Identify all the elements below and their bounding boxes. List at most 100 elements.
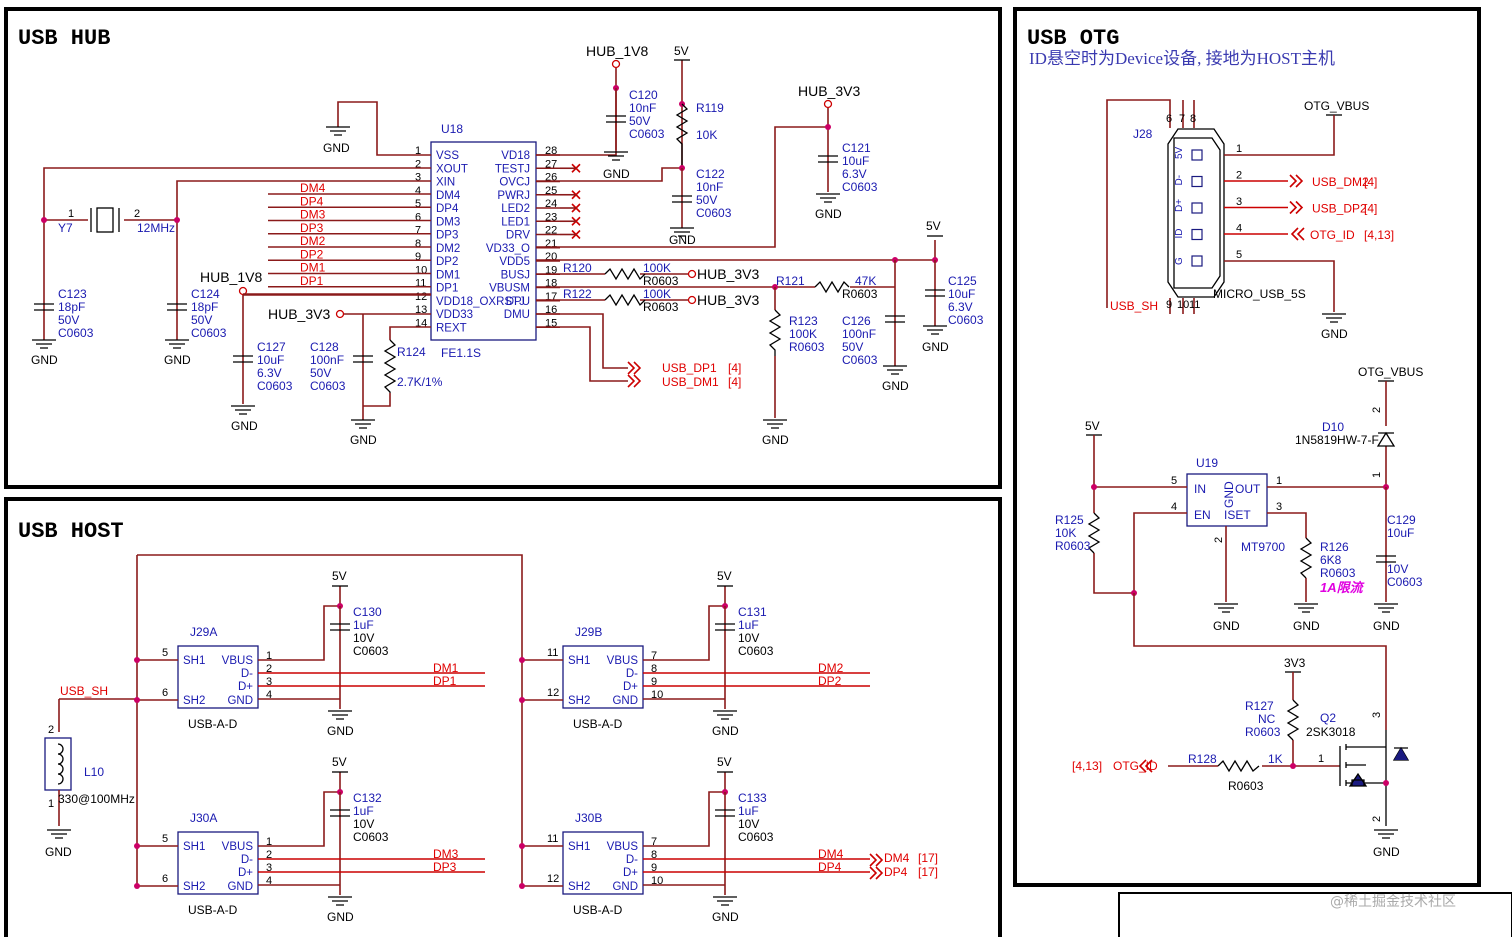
svg-text:D+: D+: [623, 681, 638, 693]
connector-part: USB-A-D: [188, 717, 238, 731]
svg-text:5V: 5V: [717, 569, 732, 583]
u18-pin-number: 12: [415, 291, 427, 303]
usb-dm1-label: USB_DM1: [662, 375, 719, 389]
svg-text:R0603: R0603: [643, 300, 679, 314]
svg-text:1: 1: [1371, 472, 1383, 478]
title-block-frame: [1118, 892, 1512, 937]
svg-text:D-: D-: [241, 854, 253, 866]
svg-text:11: 11: [547, 647, 558, 659]
svg-text:12: 12: [547, 873, 559, 885]
u18-pin-name: DP2: [436, 256, 458, 268]
connector-part: USB-A-D: [188, 903, 238, 917]
svg-text:6: 6: [1166, 113, 1172, 125]
svg-text:SH2: SH2: [183, 881, 205, 893]
u18-pin-number: 17: [545, 291, 557, 303]
svg-text:1: 1: [1276, 475, 1282, 487]
u18-pin-name: XIN: [436, 177, 455, 189]
gnd-symbol: [763, 419, 787, 429]
capacitor-voltage: 10V: [353, 631, 374, 645]
svg-text:5V: 5V: [717, 755, 732, 769]
svg-text:[4]: [4]: [728, 375, 741, 389]
svg-text:DP4: DP4: [884, 865, 908, 879]
watermark: @稀土掘金技术社区: [1330, 894, 1456, 910]
hub-net-label: DM4: [300, 181, 326, 195]
svg-text:1: 1: [48, 798, 54, 810]
u18-pin-name: TESTJ: [495, 163, 530, 175]
svg-text:U19: U19: [1196, 456, 1218, 470]
svg-text:GND: GND: [350, 433, 377, 447]
svg-text:5V: 5V: [926, 219, 941, 233]
u18-pin-name: REXT: [436, 322, 467, 334]
gnd-label: GND: [327, 910, 354, 924]
svg-text:10K: 10K: [696, 128, 717, 142]
gnd-symbol: [231, 405, 255, 415]
j28-pin-number: 2: [1236, 170, 1242, 182]
u18-pin-number: 2: [415, 158, 421, 170]
svg-text:D-: D-: [241, 668, 253, 680]
host-dp-label: DP4: [818, 860, 842, 874]
u18-pin-number: 5: [415, 198, 421, 210]
otg-usb-sh: USB_SH: [1110, 299, 1158, 313]
d10-diode: [1376, 431, 1396, 447]
svg-text:6: 6: [162, 873, 168, 885]
svg-text:7: 7: [651, 650, 657, 662]
usb-hub-title: USB HUB: [18, 26, 110, 51]
capacitor-value: 1uF: [738, 804, 759, 818]
u18-pin-number: 7: [415, 225, 421, 237]
j28-connector: [1167, 128, 1225, 298]
hub-net-label: DP3: [300, 221, 324, 235]
u18-pin-number: 1: [415, 145, 421, 157]
gnd-symbol: [816, 193, 840, 203]
r128-resistor: [1217, 759, 1260, 773]
capacitor-package: C0603: [738, 644, 774, 658]
u18-pin-number: 3: [415, 172, 421, 184]
svg-text:7: 7: [1179, 113, 1185, 125]
svg-text:GND: GND: [669, 233, 696, 247]
connector-part: USB-A-D: [573, 717, 623, 731]
gnd-symbol: [1214, 603, 1398, 613]
u18-pin-number: 23: [545, 211, 557, 223]
j28-pin-name: ID: [1174, 229, 1185, 239]
svg-text:330@100MHz: 330@100MHz: [58, 792, 135, 806]
svg-text:D+: D+: [238, 681, 253, 693]
u18-pin-name: VDD33: [436, 309, 473, 321]
u18-pin-number: 20: [545, 251, 557, 263]
svg-text:R122: R122: [563, 287, 592, 301]
svg-text:DM4: DM4: [884, 851, 910, 865]
u18-pin-name: DPU: [506, 296, 530, 308]
svg-text:D-: D-: [626, 854, 638, 866]
svg-text:MT9700: MT9700: [1241, 540, 1285, 554]
host-dp-label: DP1: [433, 674, 457, 688]
u18-pin-number: 9: [415, 251, 421, 263]
r125-resistor: [1087, 512, 1101, 554]
usb-a-connector: [562, 831, 644, 895]
hub-net-label: DM3: [300, 208, 326, 222]
svg-text:GND: GND: [612, 695, 638, 707]
connector-part: USB-A-D: [573, 903, 623, 917]
gnd-symbol: [670, 227, 694, 237]
svg-text:2.7K/1%: 2.7K/1%: [397, 375, 443, 389]
u18-pin-number: 27: [545, 158, 557, 170]
usb-a-connector: [177, 645, 259, 709]
decoupling-capacitor: [715, 809, 735, 817]
host-connector-j30b: J30BUSB-A-DSH1SH2VBUSD-D+GND1112789105VC…: [519, 755, 870, 924]
host-dp-label: DP3: [433, 860, 457, 874]
svg-text:9: 9: [651, 862, 657, 874]
u18-pin-name: BUSJ: [501, 269, 530, 281]
r121-resistor: [814, 280, 850, 294]
capacitor-ref: C130: [353, 605, 382, 619]
hub-net-label: DP4: [300, 194, 324, 208]
u18-pin-number: 11: [415, 278, 426, 290]
j28-pin-number: 4: [1236, 223, 1242, 235]
gnd-symbol: [883, 325, 947, 375]
svg-text:MICRO_USB_5S: MICRO_USB_5S: [1213, 287, 1306, 301]
host-connector-j30a: J30AUSB-A-DSH1SH2VBUSD-D+GND5612345VC132…: [134, 755, 485, 924]
u18-pin-number: 28: [545, 145, 557, 157]
svg-text:7: 7: [651, 836, 657, 848]
